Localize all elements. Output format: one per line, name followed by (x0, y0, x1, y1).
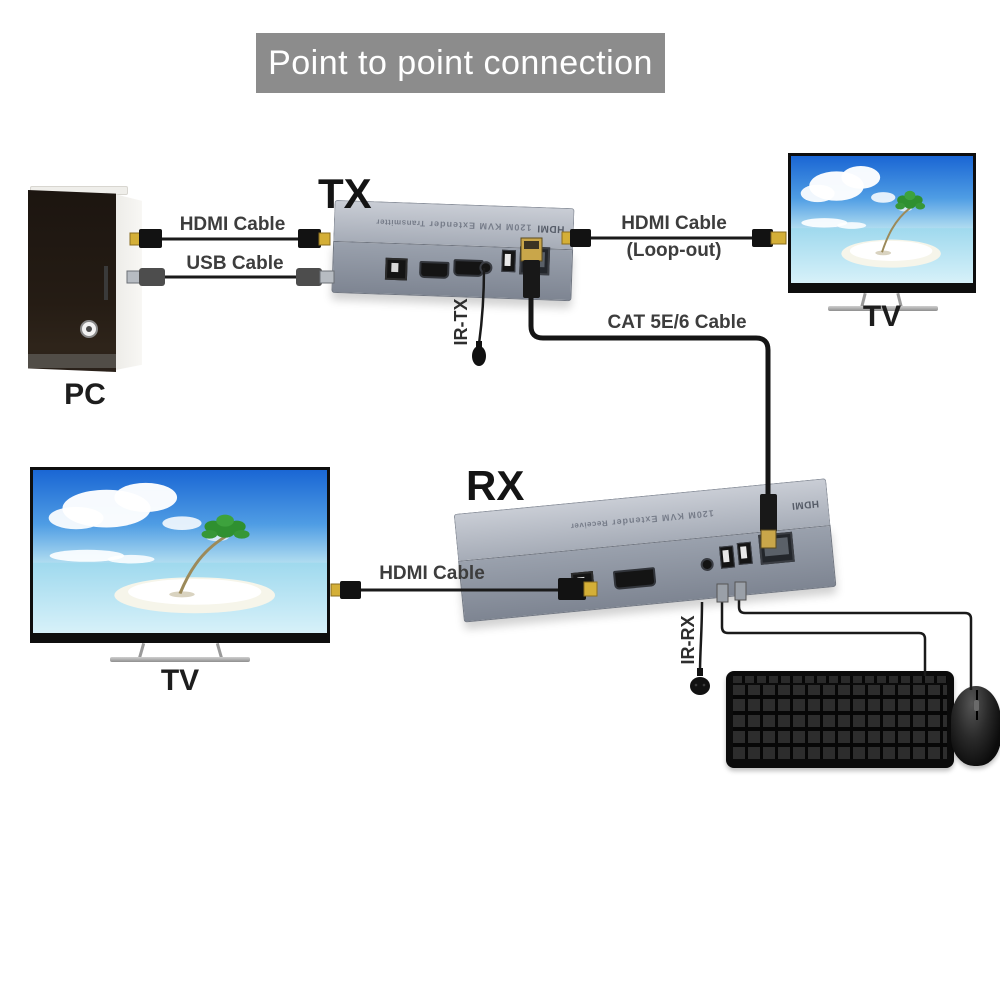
rx-hdmi-port (612, 567, 657, 590)
title-banner: Point to point connection (256, 33, 665, 93)
keyboard-function-row (733, 676, 947, 683)
pc-tower (28, 186, 142, 376)
keyboard-keys (733, 685, 947, 759)
tx-ir-jack (479, 260, 493, 275)
pc-io-slot (104, 266, 108, 300)
mouse (951, 686, 1000, 766)
tx-label: TX (318, 170, 372, 217)
tv-bottom-screen (33, 470, 327, 633)
rx-power-port (570, 571, 595, 596)
tv-bottom-stand-base (110, 657, 250, 662)
tx-power-port (384, 257, 408, 281)
tv-bottom (30, 467, 330, 643)
pc-power-button-icon (80, 320, 98, 338)
tx-hdmi-in-port (419, 260, 450, 279)
tv-top-screen (791, 156, 973, 283)
cat5-cable-label: CAT 5E/6 Cable (607, 312, 747, 333)
ir-rx-label: IR-RX (677, 615, 698, 665)
hdmi-cable-label-pc-tx: HDMI Cable (179, 214, 286, 235)
hdmi-cable-label-rx-tv: HDMI Cable (379, 563, 485, 584)
pc-bottom-strip (28, 354, 116, 368)
tv-top-label: TV (862, 300, 902, 333)
rx-ir-jack (700, 557, 715, 572)
rx-usb-port-2 (736, 541, 753, 565)
rx-label: RX (466, 462, 525, 509)
tv-top (788, 153, 976, 293)
tx-rj45-port (519, 246, 551, 276)
ir-tx-label: IR-TX (450, 298, 471, 346)
hdmi-connector (752, 229, 787, 247)
loopout-sublabel: (Loop-out) (626, 240, 722, 261)
rx-marking: 120M KVM Extender Receiver (570, 508, 715, 531)
tv-bottom-label: TV (160, 664, 200, 697)
keyboard (726, 671, 954, 768)
tx-front-face (331, 240, 574, 302)
beach-scene (33, 470, 327, 633)
keyboard-cable (720, 601, 927, 676)
hdmi-logo: HDMI (537, 222, 565, 235)
pc-front-panel (28, 190, 116, 372)
tx-usb-port (501, 249, 517, 273)
hdmi-logo: HDMI (791, 497, 820, 512)
hdmi-connector (330, 581, 361, 599)
pc-label: PC (64, 378, 106, 411)
rx-rj45-port (758, 531, 795, 565)
usb-cable-label: USB Cable (186, 253, 284, 274)
tx-marking: 120M KVM Extender Transmitter (375, 217, 532, 233)
beach-scene (791, 156, 973, 283)
rx-usb-port-1 (719, 545, 736, 569)
hdmi-cable-label-loopout: HDMI Cable (621, 213, 727, 234)
tv-top-stand-base (828, 306, 938, 311)
ir-receiver-icon (690, 668, 710, 695)
title-text: Point to point connection (268, 43, 653, 82)
